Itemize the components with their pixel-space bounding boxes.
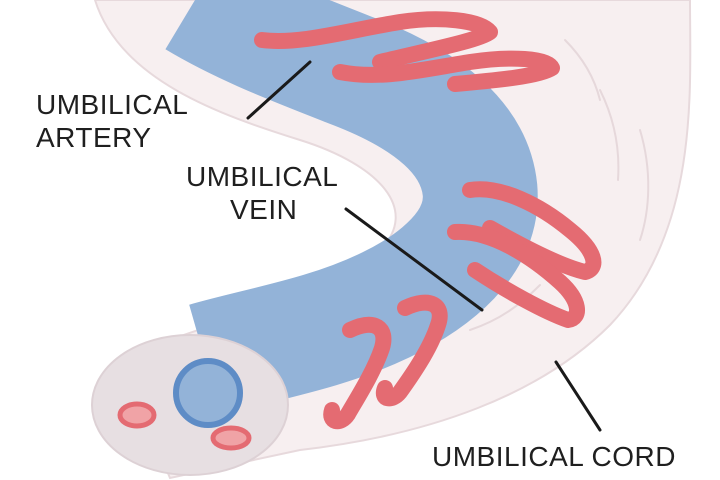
artery-coil-top-1 [254, 11, 498, 70]
label-artery-line-2: ARTERY [36, 122, 152, 153]
label-umbilical-vein: UMBILICAL VEIN [186, 160, 338, 226]
cross-section-vein [173, 358, 243, 428]
cord-cross-section [91, 334, 289, 476]
label-umbilical-cord: UMBILICAL CORD [432, 441, 677, 472]
artery-coil-mid-2 [447, 223, 585, 328]
artery-coil-low-2 [323, 316, 392, 430]
artery-leader-line [246, 60, 312, 120]
umbilical-arteries [254, 11, 602, 430]
cross-section-artery-right [210, 425, 252, 451]
artery-coil-top-2 [332, 50, 560, 92]
label-vein-line-1: UMBILICAL [186, 161, 339, 192]
artery-coil-low-1 [375, 294, 448, 407]
artery-coil-mid-1 [462, 181, 602, 280]
cross-section-artery-left [117, 401, 157, 429]
leader-lines [246, 60, 602, 432]
label-umbilical-artery: UMBILICAL ARTERY [36, 88, 188, 154]
label-artery-line-1: UMBILICAL [36, 89, 189, 120]
label-vein-line-2: VEIN [230, 194, 298, 225]
vein-leader-line [344, 207, 484, 312]
cord-leader-line [554, 360, 602, 432]
